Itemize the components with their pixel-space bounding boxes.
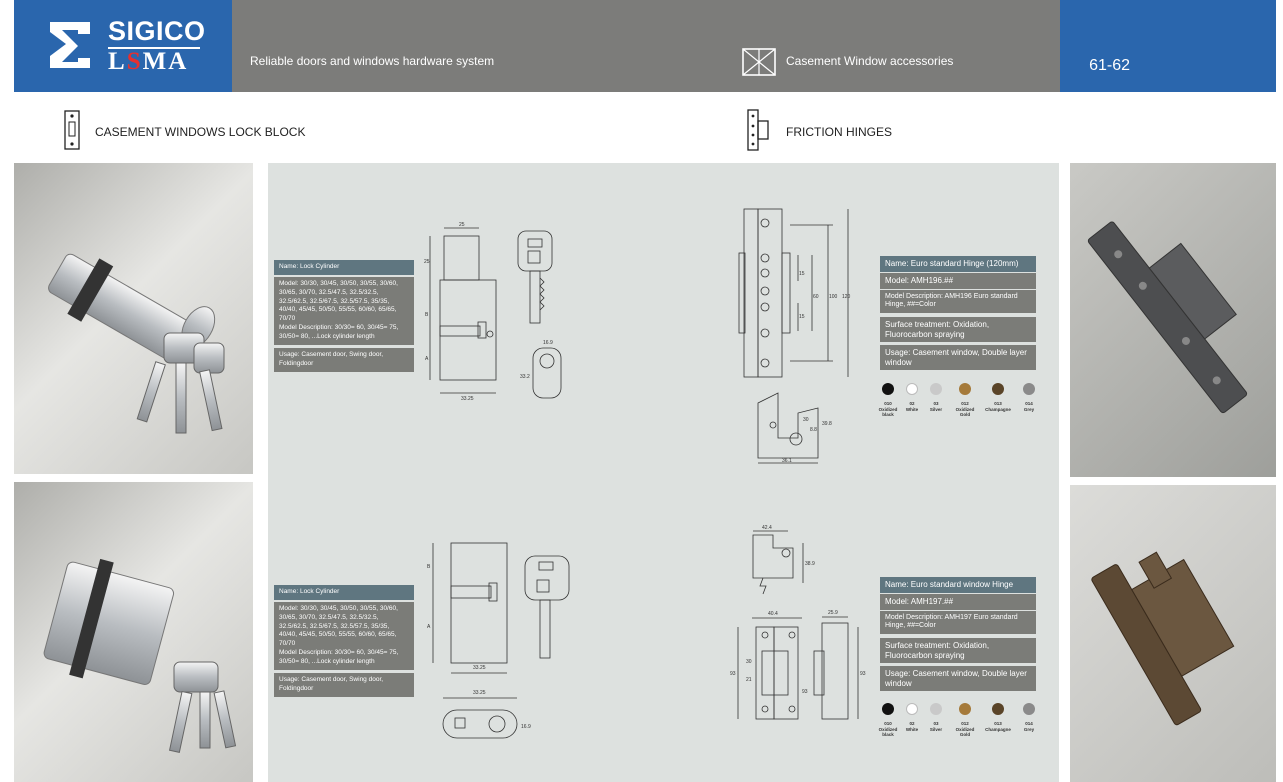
lock1-drawing: 25 25 B A 33.25	[424, 222, 497, 402]
lock1-model: Model: 30/30, 30/45, 30/50, 30/55, 30/60…	[274, 277, 414, 327]
h1-120-dim: 120	[842, 294, 851, 300]
h1-398-dim: 39.8	[822, 421, 832, 427]
lock1-description: Model Description: 30/30= 60, 30/45= 75,…	[274, 321, 414, 345]
cyl1-side-top-dim: 25	[424, 259, 430, 265]
lock-block-title: CASEMENT WINDOWS LOCK BLOCK	[95, 125, 306, 139]
hinge1-drawing: 15 60 100 120 15 30 8.8 39.8 36.1	[738, 208, 851, 464]
cyl2-b-dim: B	[427, 564, 431, 570]
cyl1-a-dim: A	[425, 356, 429, 362]
h2-259-dim: 25.9	[828, 610, 838, 616]
cyl2-face-h-dim: 16.9	[521, 724, 531, 730]
swatch-champagne	[992, 703, 1004, 715]
hinge1-model: Model: AMH196.##	[880, 273, 1036, 289]
h2-404-dim: 40.4	[768, 611, 778, 617]
hinge-photo-2	[1070, 485, 1276, 782]
h1-30-dim: 30	[803, 417, 809, 423]
lock2-usage: Usage: Casement door, Swing door, Foldin…	[274, 673, 414, 697]
cyl2-bottom-dim: 33.25	[473, 665, 486, 671]
cyl1-bottom-dim: 33.25	[461, 396, 474, 402]
swatch-grey	[1023, 703, 1035, 715]
page-number-box: 61-62	[1060, 0, 1276, 92]
hinge2-name: Name: Euro standard window Hinge	[880, 577, 1036, 593]
h2-21-dim: 21	[746, 677, 752, 683]
technical-drawings-panel: Name: Lock Cylinder Model: 30/30, 30/45,…	[268, 163, 1059, 782]
swatch-silver	[930, 703, 942, 715]
hinge2-usage: Usage: Casement window, Double layer win…	[880, 666, 1036, 692]
h1-100-dim: 100	[829, 294, 838, 300]
cyl2-face-w-dim: 33.25	[473, 690, 486, 696]
lock2-description: Model Description: 30/30= 60, 30/45= 75,…	[274, 646, 414, 670]
hinge1-surface: Surface treatment: Oxidation, Fluorocarb…	[880, 317, 1036, 343]
h1-36-dim: 36.1	[782, 458, 792, 464]
brand-top: SIGICO	[108, 16, 206, 46]
hinge2-description: Model Description: AMH197 Euro standard …	[880, 611, 1036, 634]
brand-logo: SIGICO LSMA	[14, 0, 232, 92]
hinge1-name: Name: Euro standard Hinge (120mm)	[880, 256, 1036, 272]
cyl1-b-dim: B	[425, 312, 429, 318]
h2-93c-dim: 93	[860, 671, 866, 677]
header-bar: SIGICO LSMA Reliable doors and windows h…	[14, 0, 1276, 92]
logo-mark-icon	[50, 22, 90, 68]
hinge1-usage: Usage: Casement window, Double layer win…	[880, 345, 1036, 371]
casement-window-icon	[742, 48, 776, 76]
swatch-white	[906, 383, 918, 395]
swatch-oxidized-black	[882, 383, 894, 395]
h2-389-dim: 38.9	[805, 561, 815, 567]
swatch-white	[906, 703, 918, 715]
hinge2-drawing: 42.4 38.9 40.4 25.9 93 30 21 93 93	[730, 525, 866, 720]
swatch-oxidized-gold	[959, 383, 971, 395]
swatch-oxidized-black	[882, 703, 894, 715]
tagline: Reliable doors and windows hardware syst…	[250, 54, 495, 68]
h2-30-dim: 30	[746, 659, 752, 665]
cyl1-top-dim: 25	[459, 222, 465, 228]
lock2-name: Name: Lock Cylinder	[274, 585, 414, 600]
hinge1-description: Model Description: AMH196 Euro standard …	[880, 290, 1036, 313]
lock1-key-drawing: 16.9 33.2	[517, 230, 562, 399]
lock-cylinder-photo-1	[14, 163, 253, 474]
friction-hinges-title: FRICTION HINGES	[786, 125, 893, 139]
swatch-oxidized-gold	[959, 703, 971, 715]
lock1-name: Name: Lock Cylinder	[274, 260, 414, 275]
cyl2-a-dim: A	[427, 624, 431, 630]
h2-424-dim: 42.4	[762, 525, 772, 531]
lock2-model: Model: 30/30, 30/45, 30/50, 30/55, 30/60…	[274, 602, 414, 652]
page-numbers: 61-62	[1089, 57, 1130, 74]
brand-rule	[108, 47, 200, 49]
hinge2-model: Model: AMH197.##	[880, 594, 1036, 610]
swatch-silver	[930, 383, 942, 395]
h1-88-dim: 8.8	[810, 427, 817, 433]
brand-bottom: LSMA	[108, 48, 189, 75]
lock1-usage: Usage: Casement door, Swing door, Foldin…	[274, 348, 414, 372]
cyl1-face-h-dim: 33.2	[520, 374, 530, 380]
cyl1-face-w-dim: 16.9	[543, 340, 553, 346]
h1-15a-dim: 15	[799, 271, 805, 277]
hinge2-surface: Surface treatment: Oxidation, Fluorocarb…	[880, 638, 1036, 664]
lock-cylinder-photo-2	[14, 482, 253, 782]
swatch-champagne	[992, 383, 1004, 395]
h1-60-dim: 60	[813, 294, 819, 300]
h1-15b-dim: 15	[799, 314, 805, 320]
lock2-drawing: B A 33.25 33.25 16.9	[427, 542, 570, 739]
friction-hinge-icon	[747, 109, 769, 151]
hinge-photo-1	[1070, 163, 1276, 477]
h2-93a-dim: 93	[730, 671, 736, 677]
category-label: Casement Window accessories	[786, 54, 954, 68]
lock-block-icon	[64, 110, 80, 150]
h2-93b-dim: 93	[802, 689, 808, 695]
swatch-grey	[1023, 383, 1035, 395]
